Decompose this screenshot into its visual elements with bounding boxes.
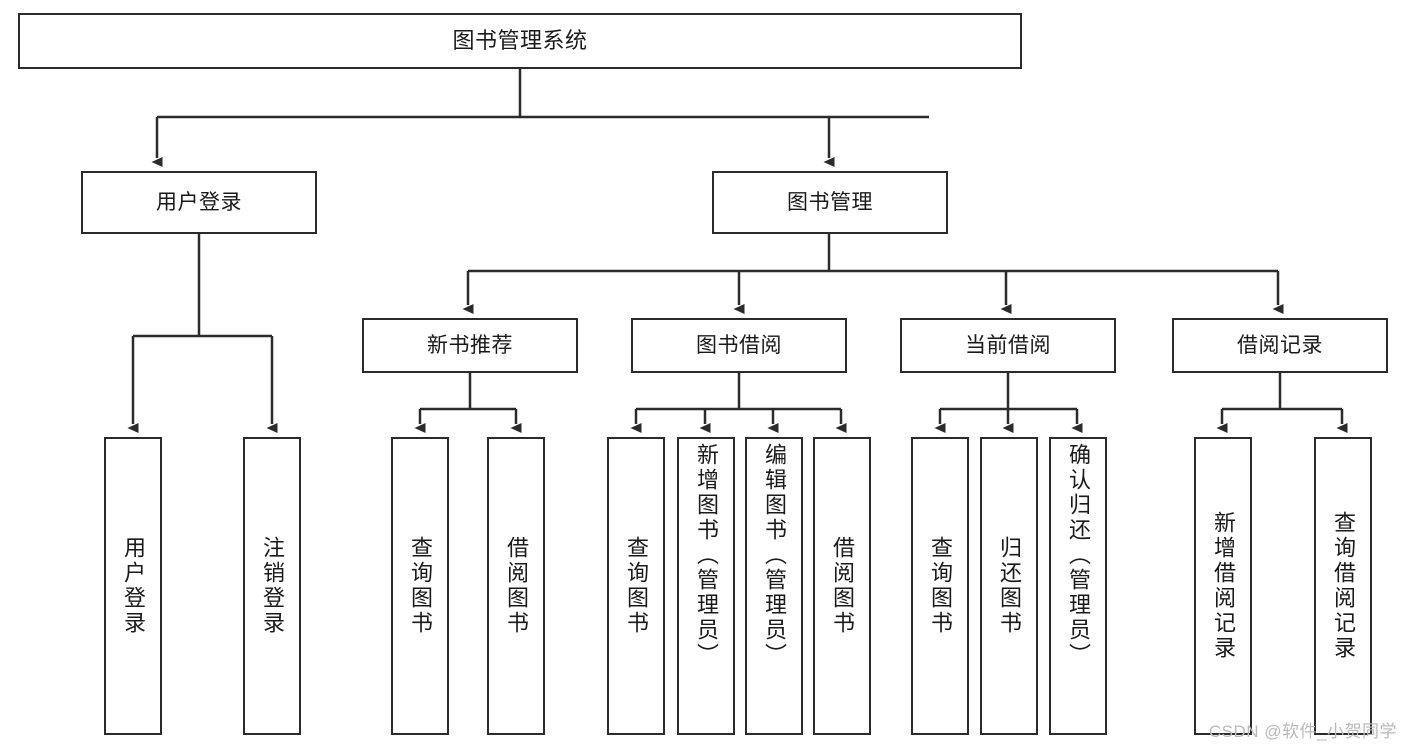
node-root[interactable]: 图书管理系统 bbox=[18, 13, 1022, 69]
leaf-edit-book-textwrap: 编辑图书（管理员） bbox=[747, 439, 801, 733]
node-book-manage[interactable]: 图书管理 bbox=[712, 171, 948, 234]
node-leaf-confirm-return[interactable]: 确认归还（管理员） bbox=[1049, 437, 1107, 735]
node-new-book-recommend[interactable]: 新书推荐 bbox=[362, 318, 578, 373]
node-leaf-borrow-book-2[interactable]: 借阅图书 bbox=[813, 437, 871, 735]
leaf-query-record-textwrap: 查询借阅记录 bbox=[1316, 439, 1370, 733]
node-leaf-add-record-label: 新增借阅记录 bbox=[1211, 511, 1236, 661]
node-leaf-query-record[interactable]: 查询借阅记录 bbox=[1314, 437, 1372, 735]
node-leaf-borrow-book-1[interactable]: 借阅图书 bbox=[487, 437, 545, 735]
node-leaf-edit-book[interactable]: 编辑图书（管理员） bbox=[745, 437, 803, 735]
node-borrow-record-label: 借阅记录 bbox=[1237, 333, 1323, 357]
node-leaf-return-book[interactable]: 归还图书 bbox=[980, 437, 1038, 735]
node-leaf-return-book-label: 归还图书 bbox=[997, 536, 1022, 636]
watermark-text: CSDN @软件_小贺同学 bbox=[1208, 722, 1397, 741]
leaf-add-record-textwrap: 新增借阅记录 bbox=[1196, 439, 1250, 733]
leaf-query-book-1-textwrap: 查询图书 bbox=[393, 439, 447, 733]
node-leaf-add-book[interactable]: 新增图书（管理员） bbox=[677, 437, 735, 735]
node-leaf-user-logout[interactable]: 注销登录 bbox=[243, 437, 301, 735]
leaf-add-book-textwrap: 新增图书（管理员） bbox=[679, 439, 733, 733]
node-current-borrow-label: 当前借阅 bbox=[965, 333, 1051, 357]
leaf-query-book-3-textwrap: 查询图书 bbox=[913, 439, 967, 733]
node-leaf-query-book-1[interactable]: 查询图书 bbox=[391, 437, 449, 735]
leaf-user-login-textwrap: 用户登录 bbox=[106, 439, 160, 733]
node-current-borrow[interactable]: 当前借阅 bbox=[900, 318, 1116, 373]
leaf-borrow-book-2-textwrap: 借阅图书 bbox=[815, 439, 869, 733]
node-leaf-query-book-2[interactable]: 查询图书 bbox=[607, 437, 665, 735]
node-book-manage-label: 图书管理 bbox=[787, 190, 873, 214]
node-leaf-borrow-book-1-label: 借阅图书 bbox=[504, 536, 529, 636]
node-borrow-record[interactable]: 借阅记录 bbox=[1172, 318, 1388, 373]
node-leaf-add-book-label: 新增图书（管理员） bbox=[694, 443, 719, 668]
leaf-borrow-book-1-textwrap: 借阅图书 bbox=[489, 439, 543, 733]
node-leaf-user-logout-label: 注销登录 bbox=[260, 536, 285, 636]
node-user-login-label: 用户登录 bbox=[156, 190, 242, 214]
node-leaf-add-record[interactable]: 新增借阅记录 bbox=[1194, 437, 1252, 735]
node-leaf-query-book-3[interactable]: 查询图书 bbox=[911, 437, 969, 735]
leaf-confirm-return-textwrap: 确认归还（管理员） bbox=[1051, 439, 1105, 733]
node-leaf-borrow-book-2-label: 借阅图书 bbox=[830, 536, 855, 636]
leaf-return-book-textwrap: 归还图书 bbox=[982, 439, 1036, 733]
node-new-book-recommend-label: 新书推荐 bbox=[427, 333, 513, 357]
leaf-user-logout-textwrap: 注销登录 bbox=[245, 439, 299, 733]
node-leaf-query-record-label: 查询借阅记录 bbox=[1331, 511, 1356, 661]
node-user-login[interactable]: 用户登录 bbox=[81, 171, 317, 234]
leaf-query-book-2-textwrap: 查询图书 bbox=[609, 439, 663, 733]
node-leaf-edit-book-label: 编辑图书（管理员） bbox=[762, 443, 787, 668]
node-leaf-query-book-3-label: 查询图书 bbox=[928, 536, 953, 636]
node-leaf-user-login[interactable]: 用户登录 bbox=[104, 437, 162, 735]
node-leaf-confirm-return-label: 确认归还（管理员） bbox=[1066, 443, 1091, 668]
node-leaf-user-login-label: 用户登录 bbox=[121, 536, 146, 636]
node-leaf-query-book-2-label: 查询图书 bbox=[624, 536, 649, 636]
node-book-borrow[interactable]: 图书借阅 bbox=[631, 318, 847, 373]
node-root-label: 图书管理系统 bbox=[452, 27, 588, 53]
node-book-borrow-label: 图书借阅 bbox=[696, 333, 782, 357]
node-leaf-query-book-1-label: 查询图书 bbox=[408, 536, 433, 636]
